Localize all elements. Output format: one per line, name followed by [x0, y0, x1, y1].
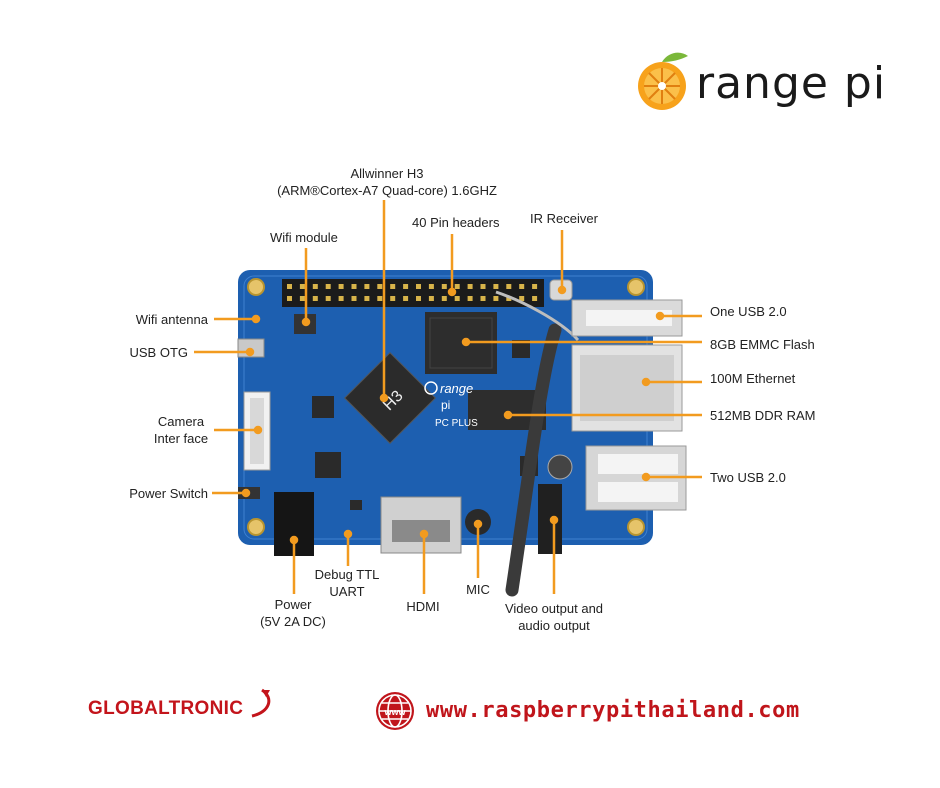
header-pin	[403, 296, 409, 301]
header-pin	[390, 296, 396, 301]
header-pin	[428, 284, 434, 289]
header-pin	[428, 296, 434, 301]
label-power-switch: Power Switch	[129, 486, 208, 501]
label-mic: MIC	[466, 582, 490, 597]
soc-chip	[344, 352, 436, 444]
header-pin	[454, 284, 460, 289]
header-pin	[441, 296, 447, 301]
globaltronic-swoosh-icon	[251, 688, 271, 718]
header-pin	[351, 296, 357, 301]
header-pin	[338, 284, 344, 289]
header-pin	[312, 284, 318, 289]
orange-pi-logo	[638, 52, 688, 110]
label-ir-receiver: IR Receiver	[530, 211, 598, 226]
logo-wordmark: range pi	[696, 58, 887, 109]
label-hdmi: HDMI	[406, 599, 440, 614]
header-pin	[467, 284, 473, 289]
svg-text:www: www	[383, 707, 406, 717]
mounting-holes	[247, 278, 645, 536]
header-pin	[325, 296, 331, 301]
header-pin	[312, 296, 318, 301]
header-pin	[506, 284, 512, 289]
header-pin	[364, 296, 370, 301]
label-two-usb: Two USB 2.0	[710, 470, 786, 485]
header-pin	[519, 284, 525, 289]
silk-model: PC PLUS	[435, 418, 478, 429]
header-pin	[416, 296, 421, 301]
label-ddr: 512MB DDR RAM	[710, 408, 816, 423]
header-pin	[480, 296, 486, 301]
header-pin	[403, 284, 409, 289]
header-pin	[441, 284, 447, 289]
header-pin	[351, 284, 357, 289]
pin-header	[282, 279, 544, 307]
header-pin	[493, 296, 499, 301]
header-pin	[493, 284, 499, 289]
label-camera: Camera Inter face	[153, 414, 209, 446]
header-pin	[454, 296, 460, 301]
label-ethernet: 100M Ethernet	[710, 371, 796, 386]
label-video-audio: Video output and audio output	[504, 601, 604, 633]
globe-icon: www	[376, 692, 414, 730]
header-pin	[390, 284, 396, 289]
header-pin	[532, 296, 538, 301]
header-pin	[338, 296, 344, 301]
header-pin	[377, 296, 383, 301]
globaltronic-logo: GLOBALTRONIC	[88, 698, 244, 719]
header-pin	[416, 284, 421, 289]
label-usb-otg: USB OTG	[129, 345, 188, 360]
header-pin	[519, 296, 525, 301]
header-pin	[325, 284, 331, 289]
label-pin-headers: 40 Pin headers	[412, 215, 500, 230]
label-wifi-module: Wifi module	[270, 230, 338, 245]
header-pin	[467, 296, 473, 301]
header-pin	[506, 296, 512, 301]
label-one-usb: One USB 2.0	[710, 304, 787, 319]
av-cable	[505, 323, 562, 597]
header-pin	[364, 284, 370, 289]
header-pin	[480, 284, 486, 289]
label-soc: Allwinner H3 (ARM®Cortex-A7 Quad-core) 1…	[277, 166, 497, 198]
header-pin	[299, 296, 305, 301]
header-pin	[532, 284, 538, 289]
silk-pi: pi	[441, 398, 450, 412]
silk-brand: range	[440, 381, 473, 396]
label-wifi-antenna: Wifi antenna	[135, 312, 208, 327]
website-url[interactable]: www.raspberrypithailand.com	[426, 698, 800, 723]
header-pin	[377, 284, 383, 289]
label-debug-ttl: Debug TTL UART	[314, 567, 380, 599]
header-pin	[299, 284, 305, 289]
label-emmc: 8GB EMMC Flash	[710, 337, 815, 352]
header-pin	[287, 284, 292, 289]
label-power: Power (5V 2A DC)	[260, 597, 326, 629]
header-pin	[287, 296, 292, 301]
